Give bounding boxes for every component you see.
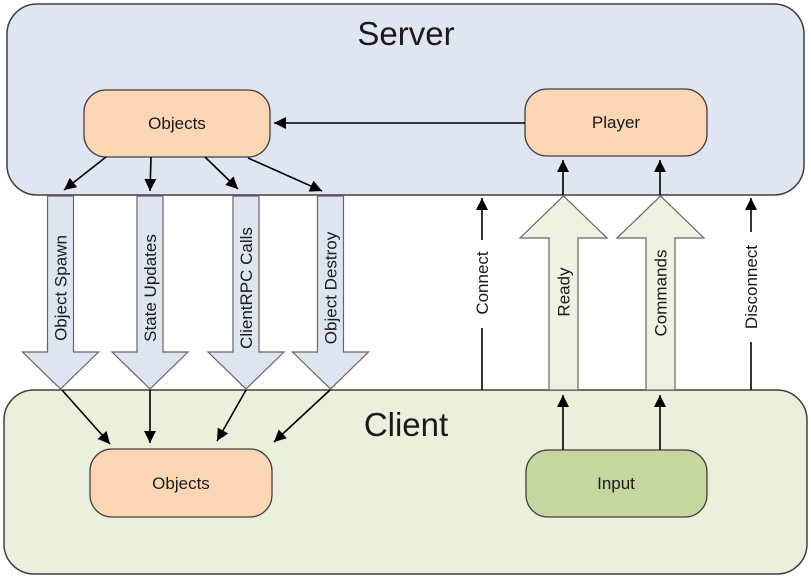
arrow-fanin-destroy [273,389,331,443]
arrow-objects-fanout-destroy [247,157,323,192]
client-objects-label: Objects [152,474,210,493]
client-input-node [525,449,708,518]
client-input-label: Input [597,474,635,493]
label-object-spawn: Object Spawn [52,235,71,341]
server-objects-node [83,89,271,158]
client-container [3,389,808,575]
block-arrow-state-updates [110,195,190,390]
server-player-label: Player [592,113,641,132]
block-arrow-ready [518,195,609,391]
label-commands: Commands [652,250,671,337]
label-clientrpc-calls: ClientRPC Calls [237,227,256,349]
block-arrow-object-destroy [291,195,370,390]
connect-label-bg [467,240,497,328]
arrow-objects-fanout-spawn [63,156,107,191]
label-object-destroy: Object Destroy [322,231,341,344]
client-objects-node [89,448,273,518]
server-objects-label: Objects [148,114,206,133]
label-connect: Connect [473,251,492,315]
block-arrow-object-spawn [21,195,100,390]
arrow-objects-fanout-state [144,156,157,192]
block-arrow-commands [615,195,706,391]
disconnect-label-bg [736,232,766,342]
server-title: Server [357,15,454,52]
arrow-fanin-rpc [216,389,247,442]
arrow-objects-fanout-rpc [204,156,239,190]
arrow-fanin-spawn [61,389,111,445]
label-ready: Ready [555,267,574,317]
block-arrow-clientrpc-calls [206,195,286,390]
label-state-updates: State Updates [141,234,160,342]
label-disconnect: Disconnect [742,245,761,329]
client-title: Client [364,406,448,443]
